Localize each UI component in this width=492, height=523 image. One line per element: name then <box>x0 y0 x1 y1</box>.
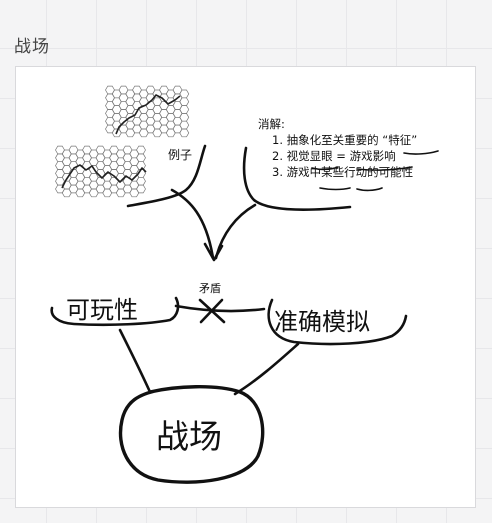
hex-route-line-bottom <box>61 164 147 189</box>
solution-item-1: 1. 抽象化至关重要的 “特征” <box>272 133 418 147</box>
hex-cell <box>179 105 190 114</box>
solution-item-3: 3. 游戏中某些行动的可能性 <box>272 165 414 179</box>
example-label: 例子 <box>168 148 193 162</box>
playability-label: 可玩性 <box>66 296 138 324</box>
solution-block: 消解: 1. 抽象化至关重要的 “特征” 2. 视觉显眼 = 游戏影响 3. 游… <box>258 116 417 180</box>
solution-bracket-line <box>242 146 352 211</box>
arrow-left-stroke <box>170 188 215 260</box>
accurate-simulation-label: 准确模拟 <box>274 308 370 336</box>
accurate-simulation-outline <box>267 298 408 346</box>
hex-route-line-top <box>115 94 181 135</box>
hex-cell <box>136 176 146 186</box>
arrow-right-stroke <box>214 203 257 260</box>
hex-cell <box>136 184 146 194</box>
simulation-to-battlefield-line <box>233 342 300 396</box>
hex-map-example-bottom <box>55 145 146 198</box>
underline-action <box>356 187 383 192</box>
hex-cell <box>179 97 190 107</box>
underline-visual <box>311 166 339 171</box>
solution-heading: 消解: <box>258 117 285 131</box>
underline-certain <box>319 187 351 191</box>
conflict-x-icon <box>198 298 226 324</box>
conflict-line <box>174 304 266 313</box>
hex-cell <box>179 120 190 130</box>
solution-item-2: 2. 视觉显眼 = 游戏影响 <box>272 149 396 163</box>
diagram-card[interactable] <box>15 66 476 508</box>
hex-cell <box>136 153 146 163</box>
battlefield-ellipse <box>118 385 265 484</box>
arrowhead-icon <box>203 242 224 262</box>
underline-feature <box>403 150 439 155</box>
frame-title[interactable]: 战场 <box>14 37 50 57</box>
hex-cell <box>179 128 190 138</box>
hex-cell <box>179 112 190 122</box>
playability-to-battlefield-line <box>118 328 152 394</box>
hex-cell <box>179 89 190 99</box>
example-bracket-line <box>126 144 207 208</box>
battlefield-label: 战场 <box>156 417 222 456</box>
underline-game-effect <box>356 166 413 171</box>
hex-cell <box>136 145 146 155</box>
playability-outline <box>50 296 180 327</box>
conflict-label: 矛盾 <box>199 282 221 295</box>
